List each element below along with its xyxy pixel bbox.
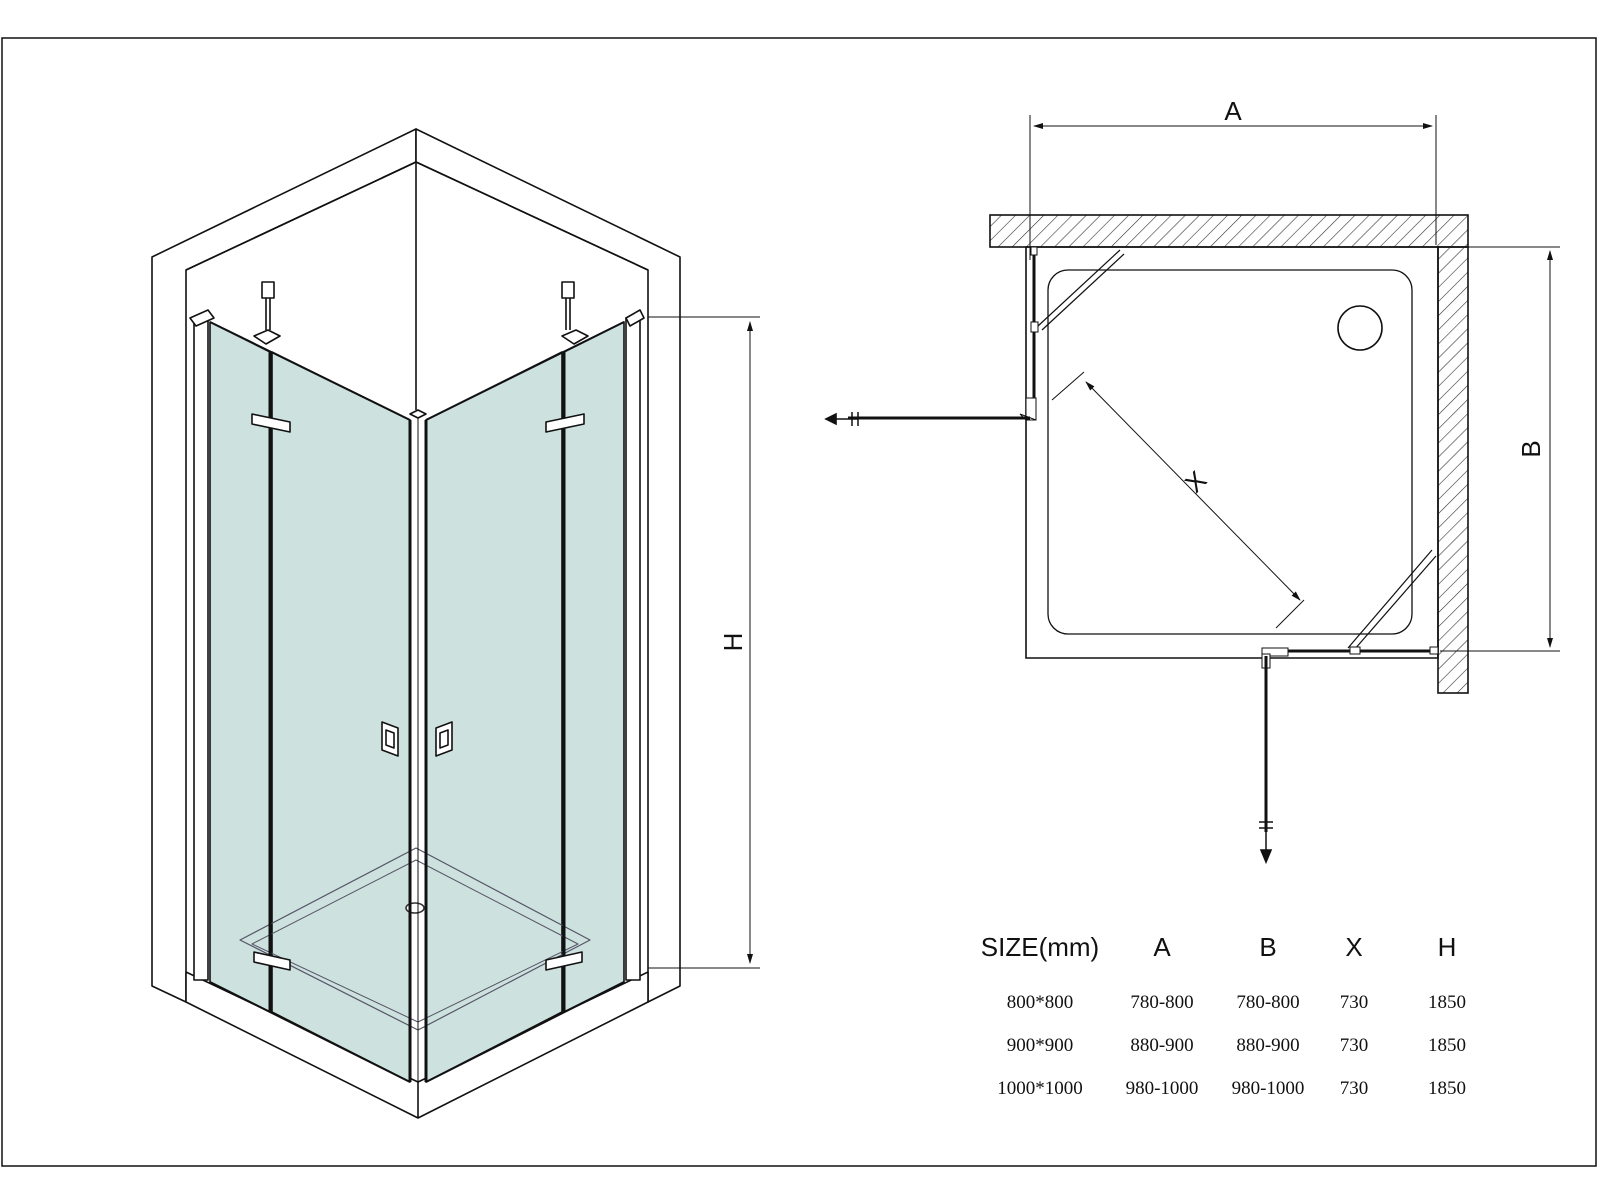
hinge-left-top-icon bbox=[251, 413, 291, 433]
plan-tray-outer bbox=[1025, 246, 1439, 659]
plan-drain-icon bbox=[1337, 305, 1383, 351]
table-cell: 800*800 bbox=[1007, 992, 1074, 1013]
table-cell: 900*900 bbox=[1007, 1035, 1074, 1056]
sheet-border bbox=[1, 37, 1597, 1167]
stabilizer-right-icon bbox=[561, 281, 575, 330]
hinge-left-bottom-icon bbox=[253, 951, 291, 971]
hinge-right-top-icon bbox=[545, 413, 585, 433]
table-header-a: A bbox=[1153, 932, 1171, 962]
table-cell: 1850 bbox=[1428, 1078, 1466, 1099]
wall-hatch-right bbox=[1437, 246, 1469, 694]
table-cell: 1850 bbox=[1428, 992, 1466, 1013]
table-cell: 730 bbox=[1340, 1078, 1369, 1099]
table-header-h: H bbox=[1438, 932, 1457, 962]
table-cell: 730 bbox=[1340, 1035, 1369, 1056]
isometric-view bbox=[151, 128, 760, 1119]
table-cell: 780-800 bbox=[1130, 992, 1193, 1013]
table-cell: 980-1000 bbox=[1126, 1078, 1199, 1099]
door-bottom-handle-icon bbox=[1259, 821, 1273, 858]
glass-left-door bbox=[271, 351, 411, 1083]
table-cell: 1000*1000 bbox=[997, 1078, 1083, 1099]
plan-tray-inner bbox=[1047, 269, 1413, 635]
door-left-handle-icon bbox=[826, 412, 859, 426]
wall-profile-left bbox=[193, 317, 209, 981]
table-cell: 780-800 bbox=[1236, 992, 1299, 1013]
table-cell: 1850 bbox=[1428, 1035, 1466, 1056]
glass-right-door bbox=[425, 351, 563, 1083]
wall-hatch-top bbox=[989, 214, 1469, 248]
hinge-right-bottom-icon bbox=[545, 951, 583, 971]
dim-x-line bbox=[1085, 381, 1301, 601]
table-header-x: X bbox=[1345, 932, 1362, 962]
table-cell: 730 bbox=[1340, 992, 1369, 1013]
table-header-b: B bbox=[1259, 932, 1276, 962]
table-header-size: SIZE(mm) bbox=[981, 932, 1099, 962]
stabilizer-left-icon bbox=[261, 281, 275, 330]
table-cell: 880-900 bbox=[1236, 1035, 1299, 1056]
dim-h-label: H bbox=[718, 633, 748, 652]
dim-a-label: A bbox=[1224, 96, 1242, 126]
table-cell: 980-1000 bbox=[1232, 1078, 1305, 1099]
plan-view bbox=[824, 115, 1560, 865]
size-table: SIZE(mm) A B X H 800*800 780-800 780-800… bbox=[981, 932, 1466, 1099]
dim-x-label: X bbox=[1179, 465, 1212, 498]
handle-left-icon bbox=[381, 721, 399, 757]
handle-right-icon bbox=[435, 721, 453, 757]
wall-profile-right bbox=[625, 317, 641, 981]
dim-b-label: B bbox=[1516, 440, 1546, 457]
table-cell: 880-900 bbox=[1130, 1035, 1193, 1056]
